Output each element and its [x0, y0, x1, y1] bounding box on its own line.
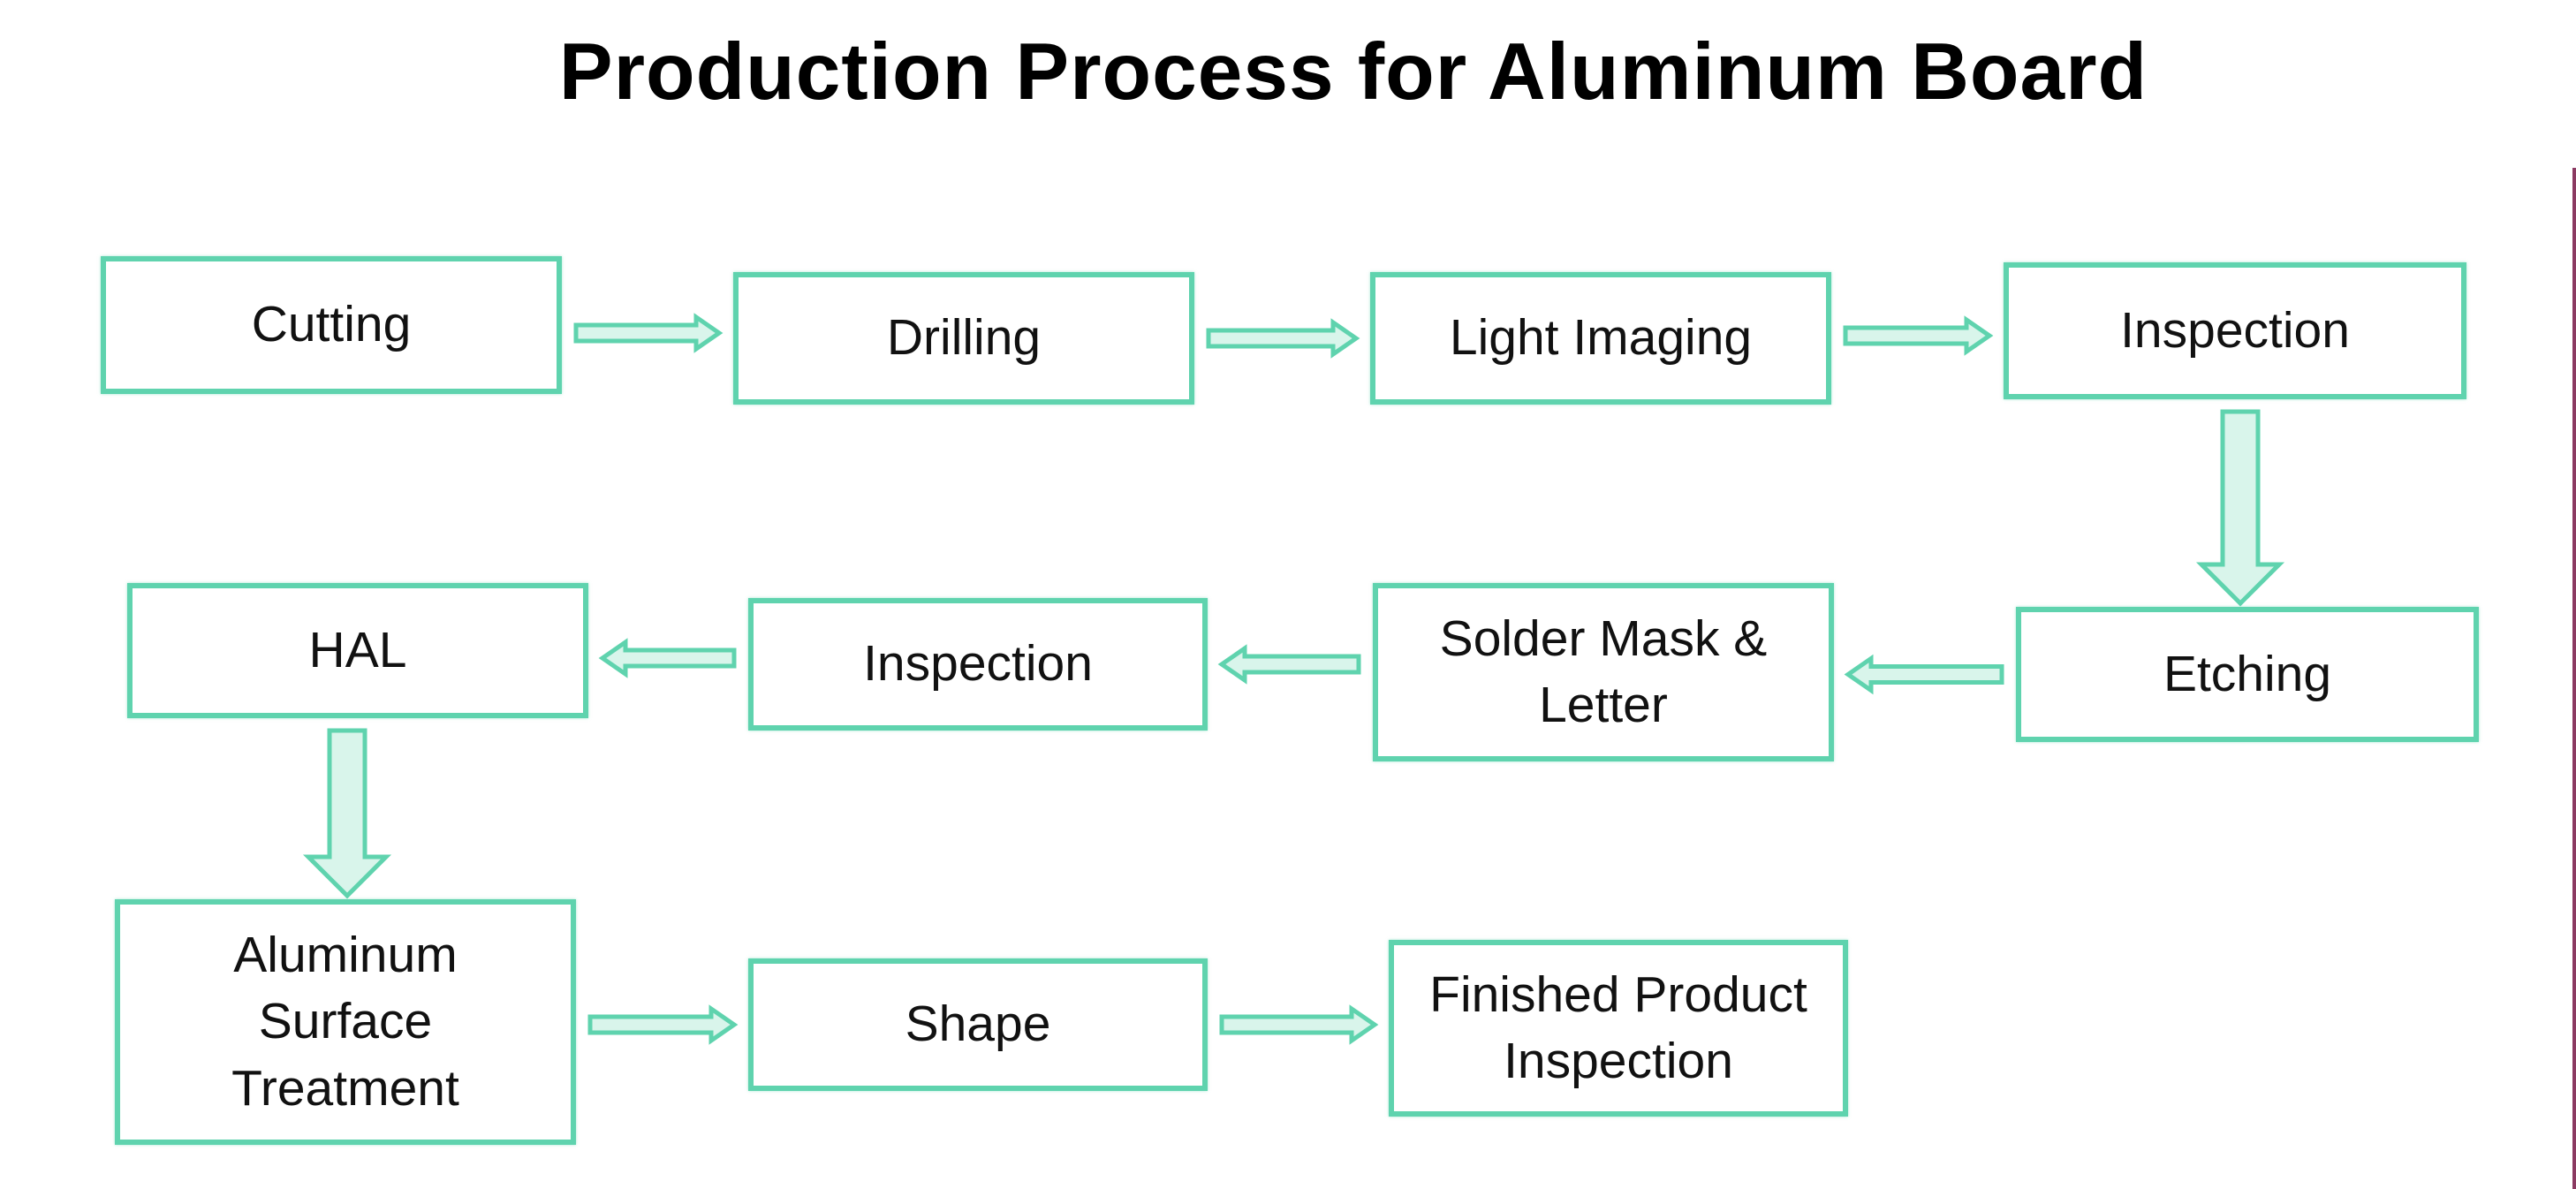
diagram-title: Production Process for Aluminum Board — [558, 27, 2148, 117]
arrow-hal-to-aluminum-surface — [302, 728, 392, 899]
step-solder-mask: Solder Mask & Letter — [1373, 583, 1834, 761]
step-shape: Shape — [748, 958, 1208, 1091]
arrow-light-imaging-to-inspection-1 — [1843, 315, 1994, 356]
step-drilling: Drilling — [733, 272, 1194, 405]
step-cutting: Cutting — [101, 256, 562, 394]
step-inspection-2: Inspection — [748, 598, 1208, 731]
arrow-etching-to-solder-mask — [1844, 654, 2004, 695]
arrow-shape-to-finished-inspection — [1219, 1004, 1379, 1045]
step-hal: HAL — [127, 583, 588, 718]
arrow-drilling-to-light-imaging — [1206, 318, 1360, 359]
arrow-aluminum-surface-to-shape — [587, 1004, 739, 1045]
step-aluminum-surface: Aluminum Surface Treatment — [115, 899, 576, 1145]
arrow-cutting-to-drilling — [573, 313, 724, 353]
arrow-solder-mask-to-inspection-2 — [1217, 644, 1361, 685]
step-finished-inspection: Finished Product Inspection — [1389, 940, 1848, 1117]
step-etching: Etching — [2016, 607, 2479, 742]
arrow-inspection-1-to-etching — [2195, 409, 2285, 607]
step-inspection-1: Inspection — [2004, 262, 2466, 399]
arrow-inspection-2-to-hal — [598, 638, 737, 678]
page-edge-line — [2572, 168, 2576, 1189]
step-light-imaging: Light Imaging — [1370, 272, 1831, 405]
